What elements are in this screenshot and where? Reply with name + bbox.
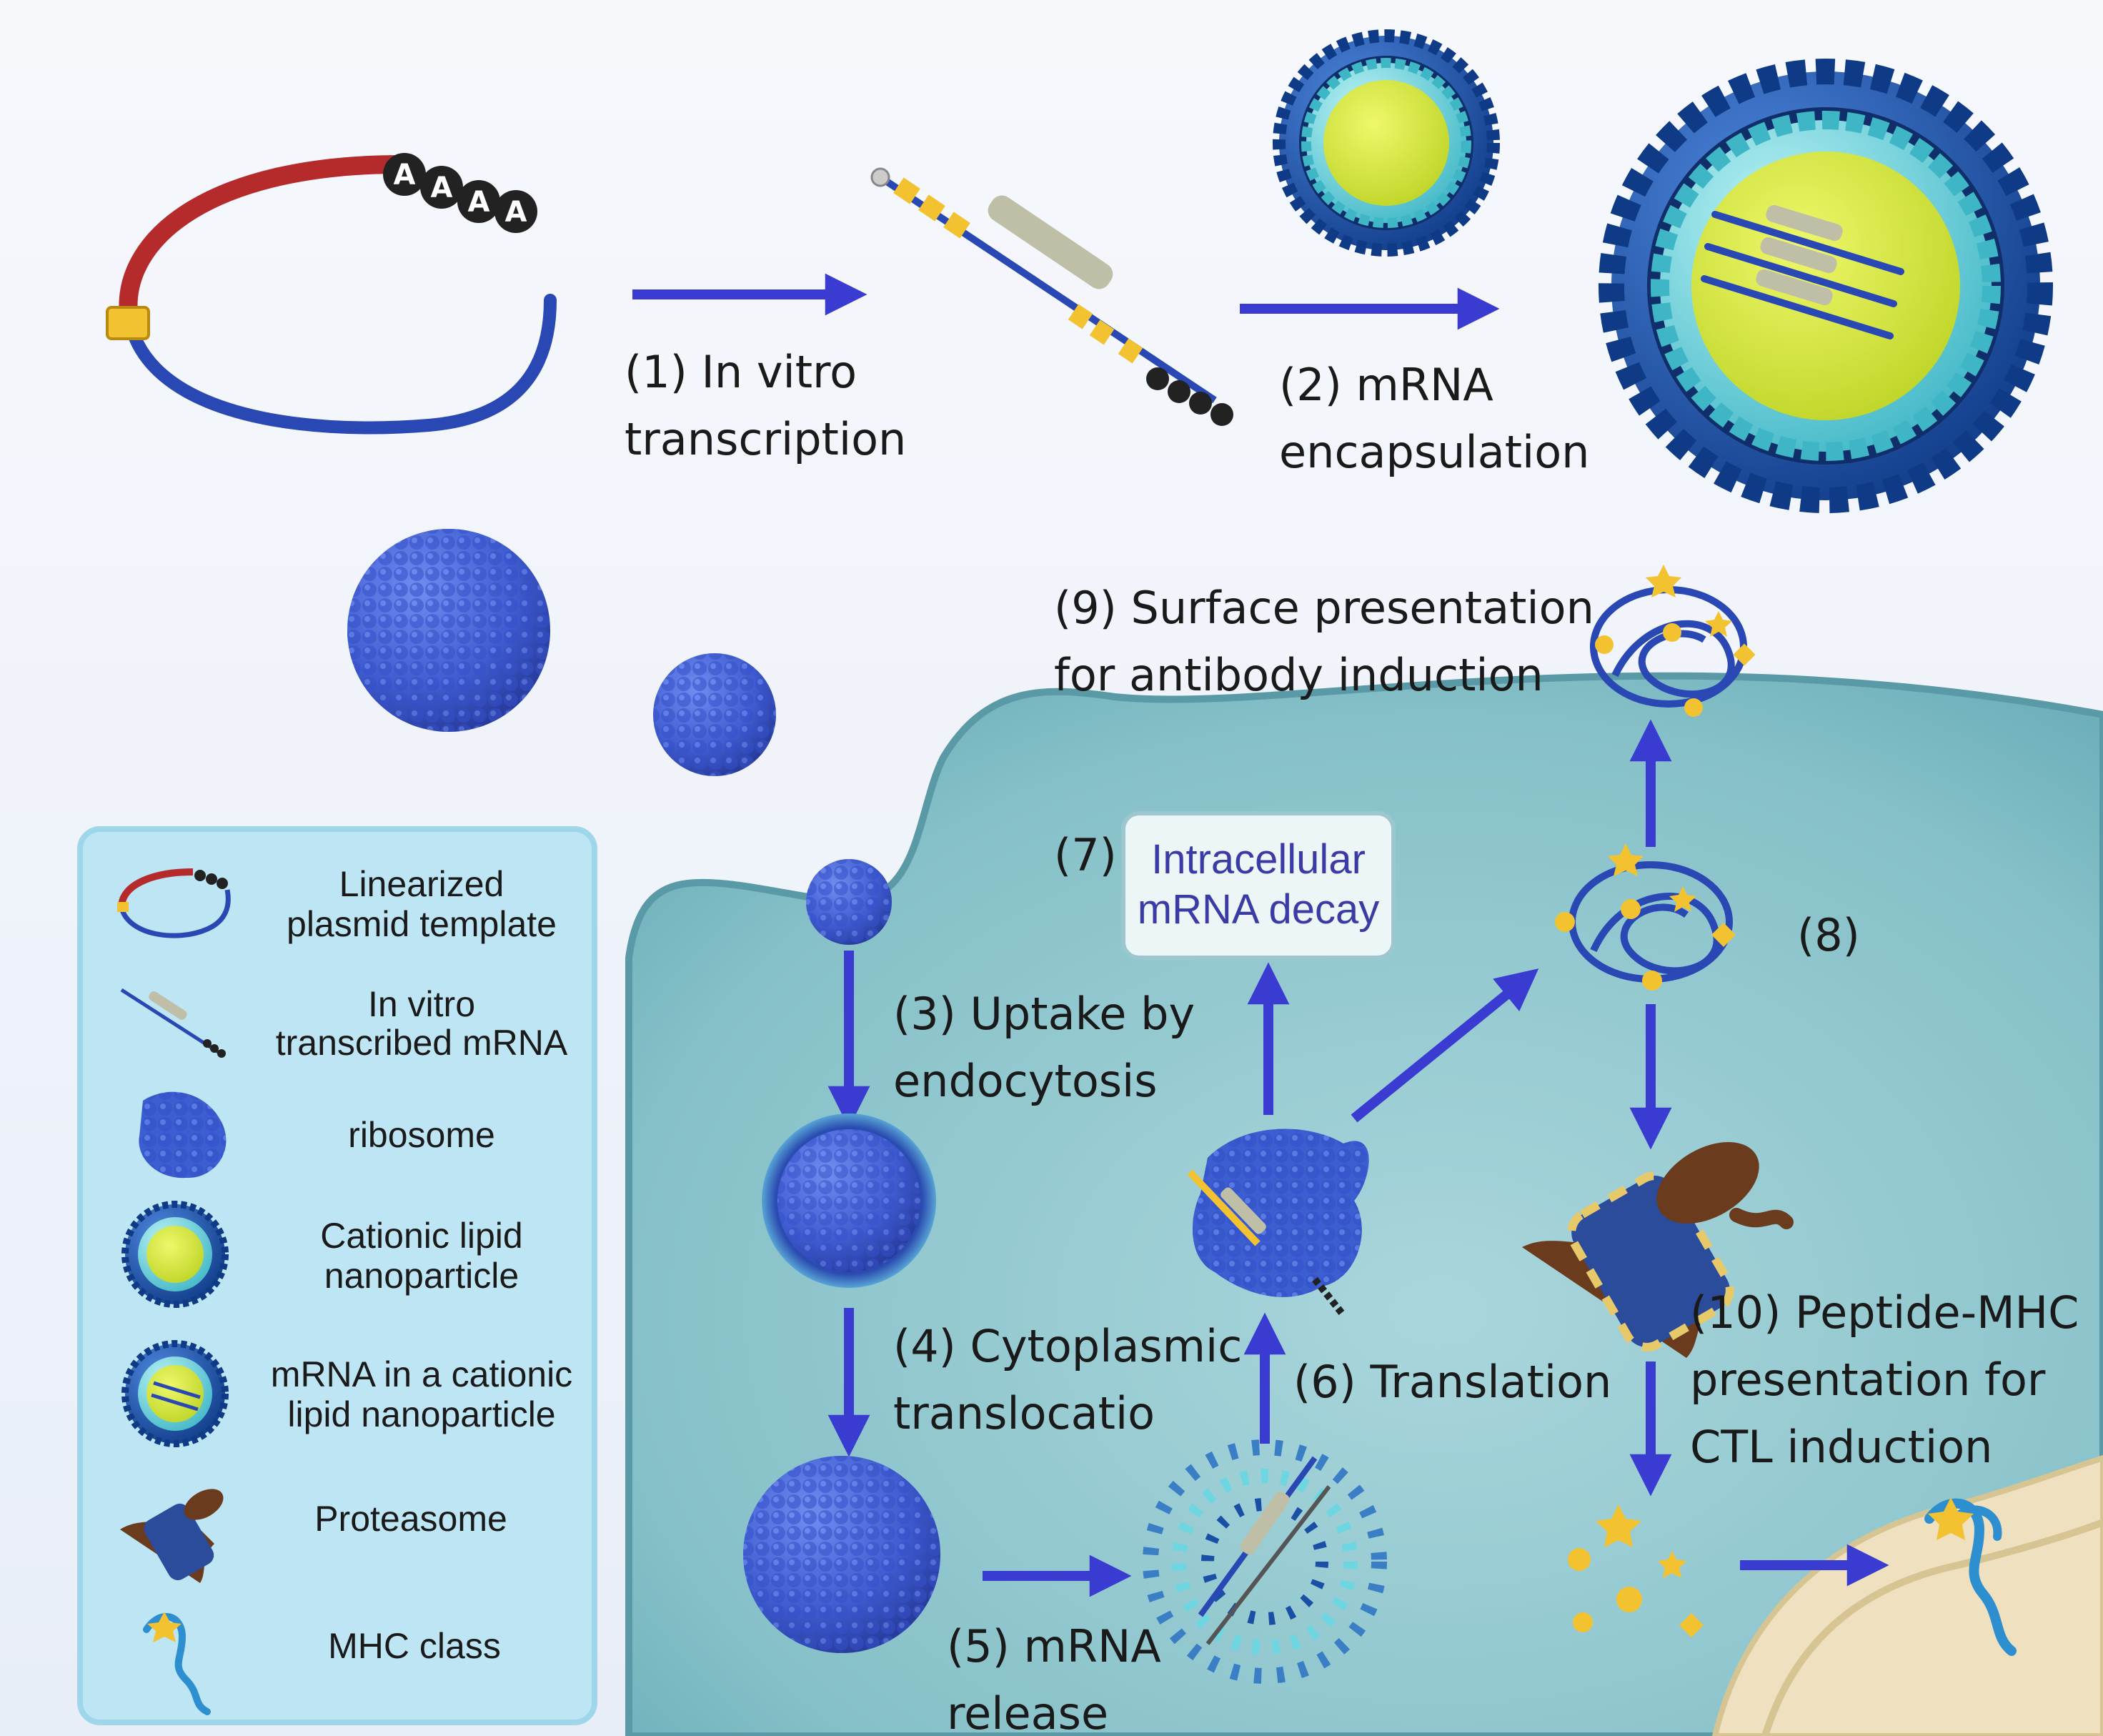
ribosome (1187, 1129, 1369, 1318)
step-7-label: (7) (1054, 829, 1117, 881)
legend-label-lnp-2: nanoparticle (324, 1256, 519, 1296)
legend-icon-mrna-lnp (121, 1340, 229, 1447)
step-4-label-line2: translocatio (893, 1387, 1155, 1439)
step-5-label-line1: (5) mRNA (947, 1620, 1161, 1672)
mrna-decay-box: Intracellular mRNA decay (1121, 811, 1396, 960)
legend-icon-proteasome (120, 1489, 224, 1583)
poly-a-letter: A (394, 159, 416, 192)
step-9-label-line1: (9) Surface presentation (1054, 582, 1594, 634)
legend-icon-mrna (120, 988, 226, 1058)
nucleus (1711, 1454, 2103, 1736)
poly-a-letter: A (431, 172, 453, 204)
legend-label-mhc: MHC class (328, 1626, 501, 1666)
poly-a-letter: A (505, 196, 527, 229)
linearized-plasmid-template: A A A A (106, 153, 557, 435)
step-1-label-line2: transcription (625, 413, 906, 465)
mrna-decay-label-1: Intracellular (1151, 836, 1366, 883)
step-6-label: (6) Translation (1293, 1356, 1611, 1408)
mrna-loaded-lipid-nanoparticle (1599, 59, 2053, 513)
step-2-label-line2: encapsulation (1279, 426, 1589, 478)
folded-protein-antigen (1555, 843, 1736, 991)
legend-icon-plasmid (117, 868, 231, 938)
legend: Linearized plasmid template In vitro tra… (77, 826, 597, 1725)
legend-label-mrna-1: In vitro (368, 984, 475, 1024)
legend-label-plasmid-1: Linearized (339, 864, 504, 904)
step-2-label-line1: (2) mRNA (1279, 359, 1493, 411)
step-1-label-line1: (1) In vitro (625, 346, 857, 398)
legend-label-mrna-2: transcribed mRNA (276, 1023, 568, 1063)
poly-a-letter: A (468, 186, 490, 219)
ivt-mrna (870, 167, 1233, 426)
step-3-label-line1: (3) Uptake by (893, 988, 1195, 1040)
arrow-protein-folding (1351, 968, 1539, 1123)
step-10-label-line3: CTL induction (1690, 1421, 1992, 1473)
poly-a-tail: A A A A (383, 153, 537, 233)
legend-icon-mhc (143, 1612, 211, 1715)
mrna-decay-label-2: mRNA decay (1138, 886, 1379, 933)
proteasome (1522, 1142, 1794, 1358)
cationic-lipid-nanoparticle (1273, 29, 1500, 257)
step-10-label-line1: (10) Peptide-MHC (1690, 1286, 2079, 1339)
disassembled-nanoparticle (1143, 1439, 1387, 1684)
legend-icon-ribosome (139, 1091, 227, 1179)
mhc-peptide-complex (1924, 1497, 2017, 1656)
step-4-label-line1: (4) Cytoplasmic (893, 1320, 1242, 1372)
step-5-label-line2: release (947, 1687, 1108, 1736)
surface-antigen (1590, 565, 1756, 717)
endosome (762, 1113, 936, 1288)
legend-icon-lnp (121, 1201, 229, 1308)
step-8-label: (8) (1797, 909, 1860, 961)
legend-label-lnp-1: Cationic lipid (320, 1216, 522, 1256)
step-9-label-line2: for antibody induction (1054, 649, 1543, 701)
peptide-fragments (1568, 1504, 1704, 1637)
nucleus-envelope (1761, 1519, 2103, 1736)
legend-label-proteasome: Proteasome (314, 1499, 507, 1539)
step-10-label-line2: presentation for (1690, 1354, 2046, 1406)
cell-membrane (625, 672, 2103, 1736)
step-3-label-line2: endocytosis (893, 1055, 1158, 1107)
legend-label-ribosome: ribosome (348, 1115, 495, 1155)
legend-label-mrna-lnp-2: lipid nanoparticle (287, 1394, 555, 1434)
legend-label-plasmid-2: plasmid template (287, 904, 557, 944)
legend-label-mrna-lnp-1: mRNA in a cationic (271, 1354, 572, 1394)
